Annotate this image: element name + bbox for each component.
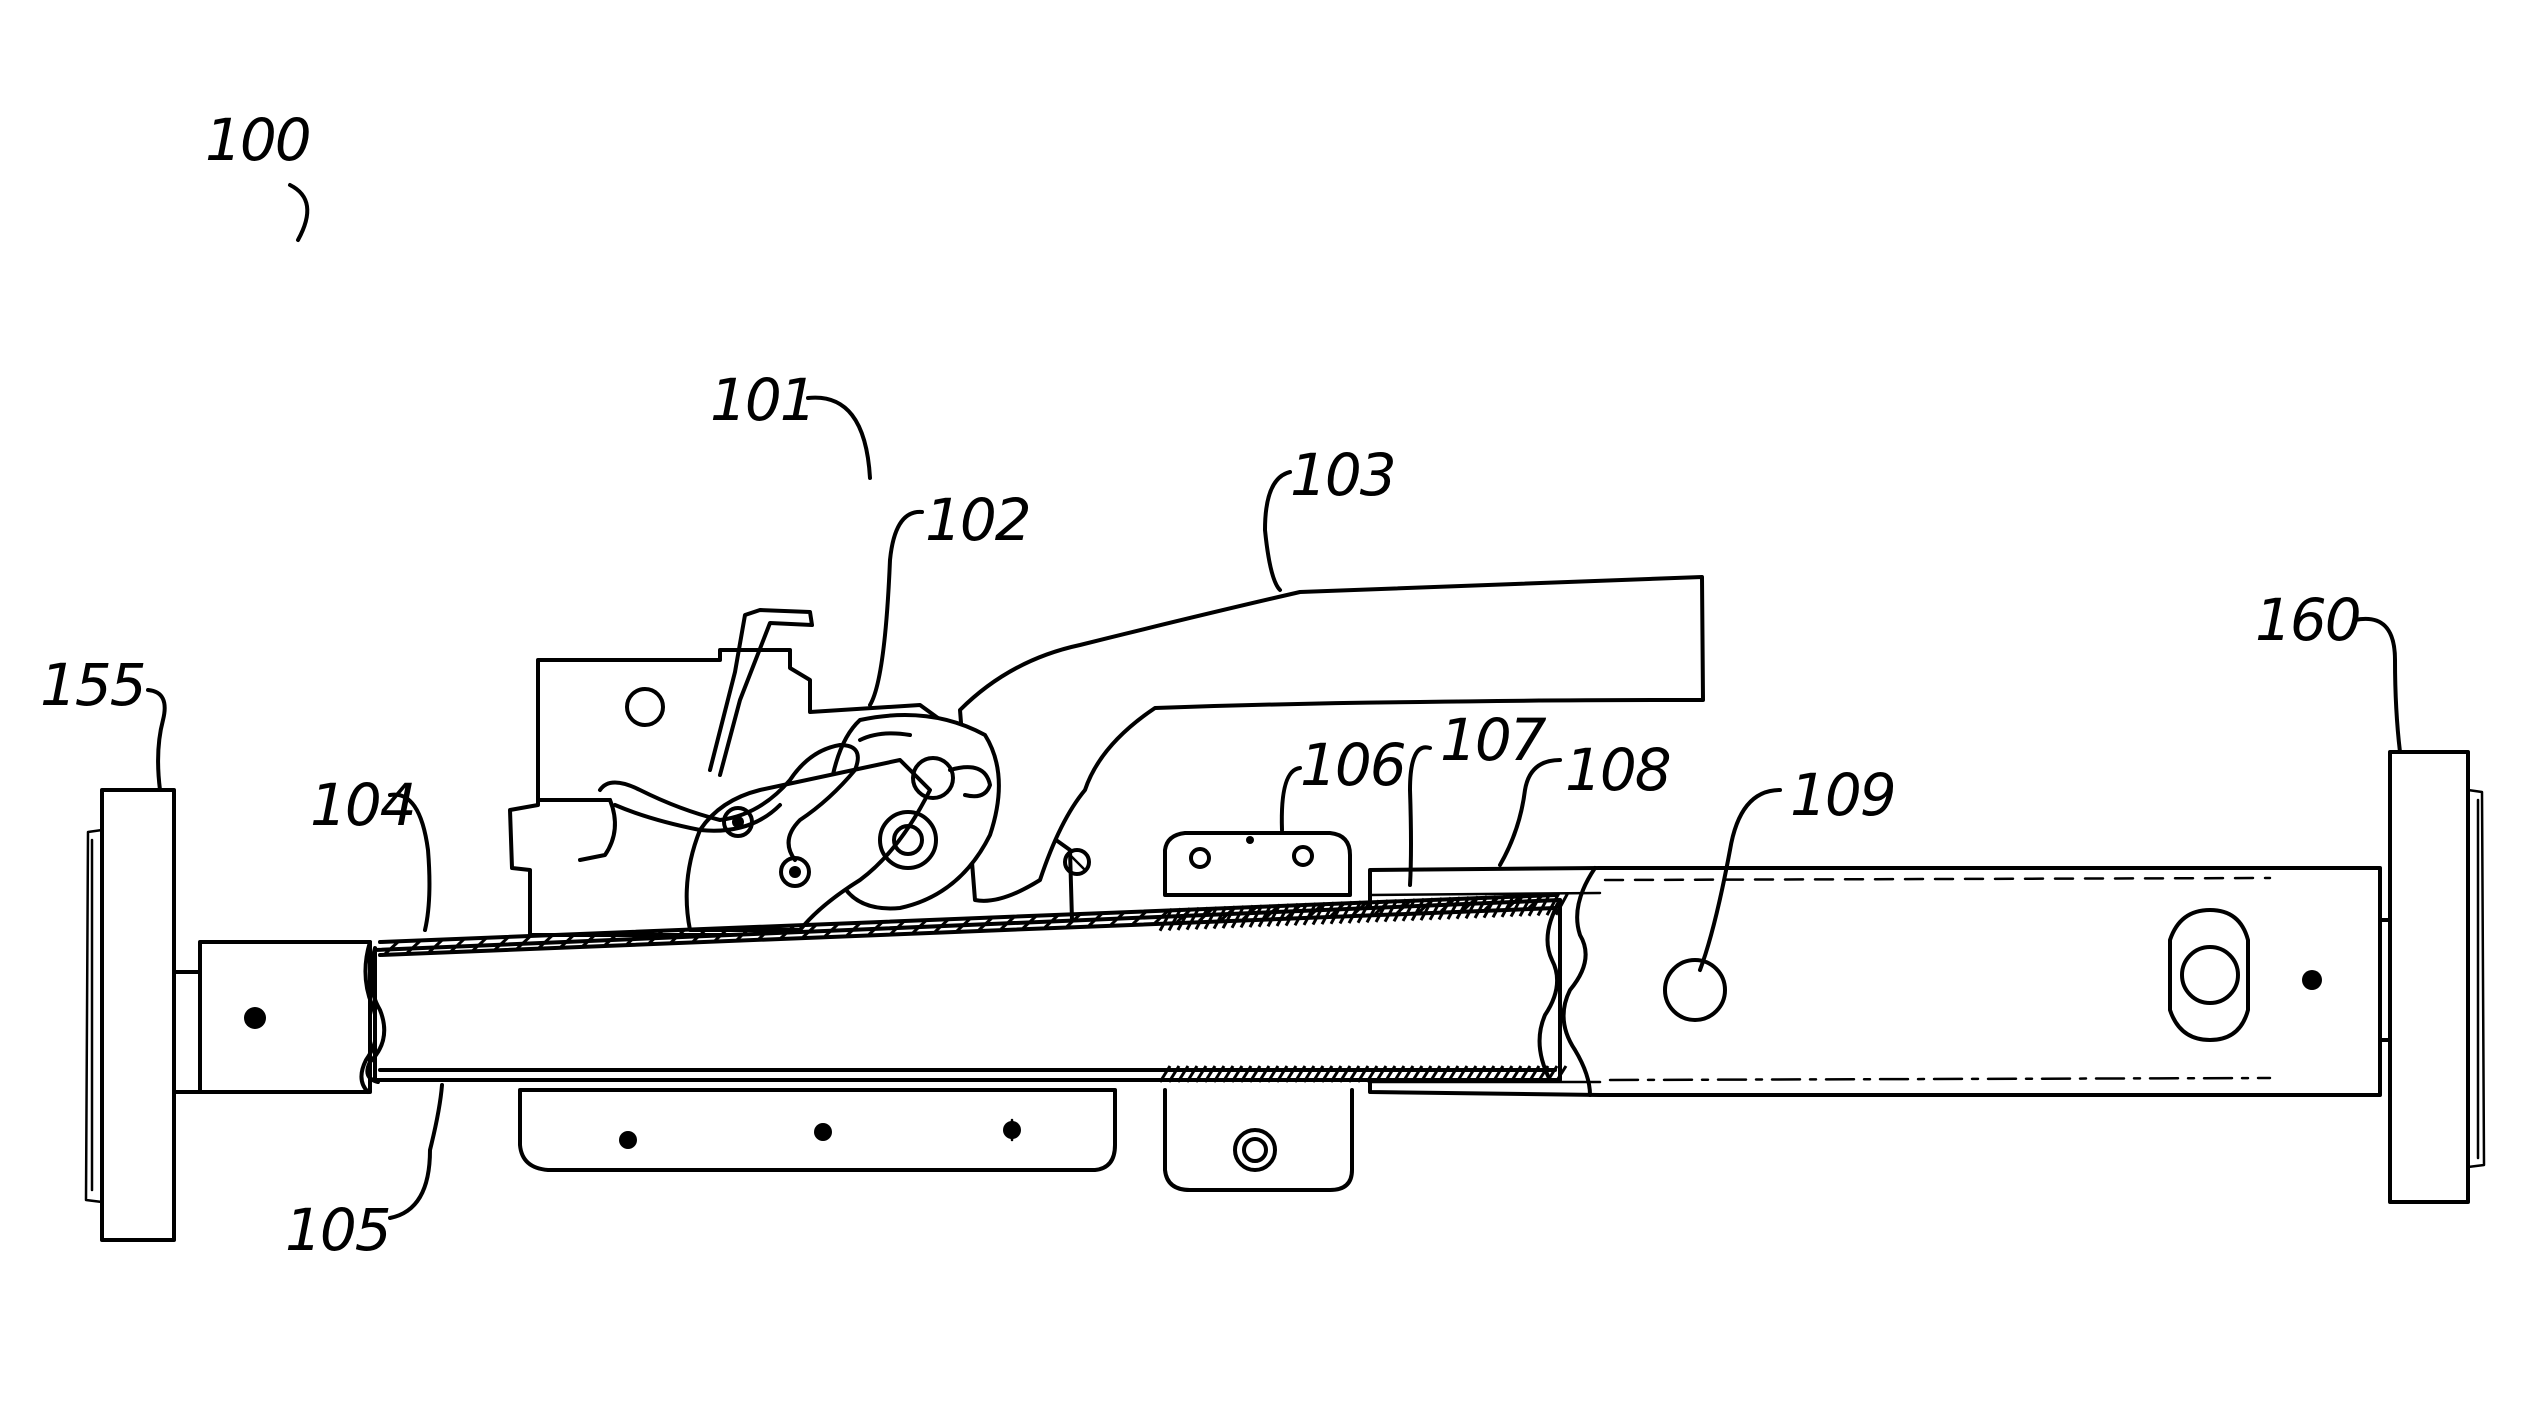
label-102: 102 — [925, 486, 1030, 554]
label-107: 107 — [1440, 706, 1547, 774]
right-end-plate — [2390, 752, 2484, 1202]
bracket-106 — [1165, 833, 1350, 895]
left-end-plate — [86, 790, 174, 1240]
label-101: 101 — [710, 366, 815, 434]
label-100: 100 — [205, 106, 310, 174]
left-shaft — [174, 942, 377, 1092]
label-106: 106 — [1300, 731, 1405, 799]
label-104: 104 — [310, 771, 415, 839]
label-160: 160 — [2255, 586, 2360, 654]
left-pin-dot — [244, 1007, 266, 1029]
label-105: 105 — [285, 1196, 390, 1264]
lower-bracket — [520, 1090, 1352, 1190]
label-109: 109 — [1790, 761, 1895, 829]
label-103: 103 — [1290, 441, 1395, 509]
label-108: 108 — [1565, 736, 1670, 804]
label-155: 155 — [40, 651, 145, 719]
